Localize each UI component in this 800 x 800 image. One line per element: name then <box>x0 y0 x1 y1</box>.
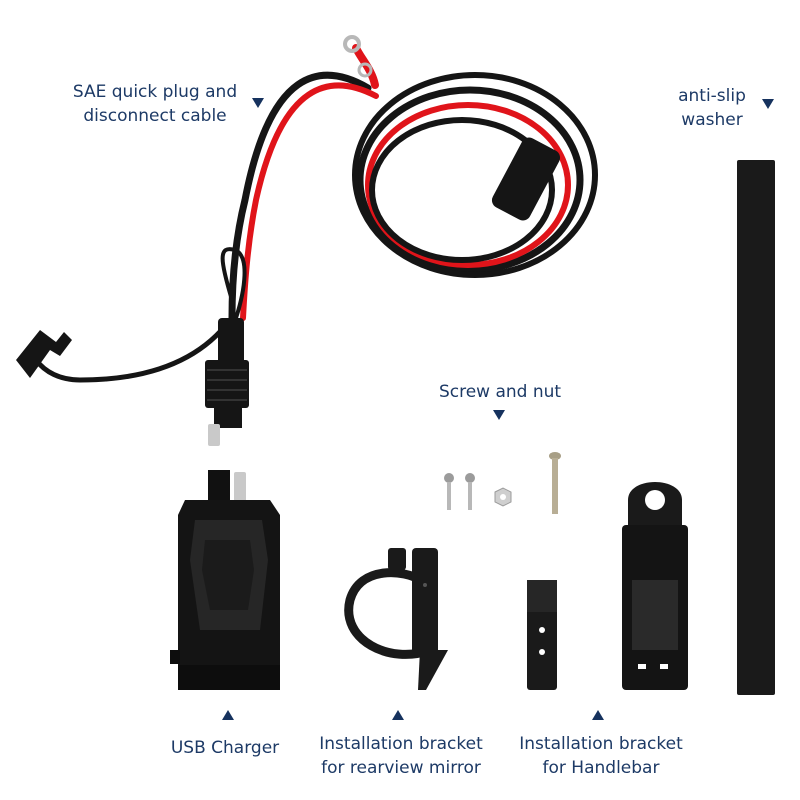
washer-label-line2: washer <box>681 110 743 130</box>
sae-cable-arrow-icon <box>252 98 264 108</box>
mirror-bracket-label: Installation bracket for rearview mirror <box>305 732 497 780</box>
mirror-bracket-label-line2: for rearview mirror <box>321 758 481 778</box>
mirror-bracket-arrow-icon <box>392 710 404 720</box>
screw-arrow-icon <box>493 410 505 420</box>
usb-label: USB Charger <box>150 736 300 760</box>
anti-slip-washer-image <box>737 160 775 695</box>
sae-plug-image <box>205 318 249 446</box>
screws-and-nut-image <box>444 452 561 514</box>
mirror-bracket-image <box>344 548 448 690</box>
sae-cable-image <box>33 35 598 383</box>
handlebar-bracket-label-line2: for Handlebar <box>542 758 660 778</box>
mirror-bracket-label-line1: Installation bracket <box>319 734 483 754</box>
handlebar-strip-image <box>527 580 557 690</box>
washer-arrow-icon <box>762 99 774 109</box>
usb-label-line1: USB Charger <box>170 738 280 758</box>
fuse-holder-image <box>491 137 561 221</box>
usb-arrow-icon <box>222 710 234 720</box>
washer-label-line1: anti-slip <box>678 86 746 106</box>
sae-cable-label-line1: SAE quick plug and <box>72 82 238 102</box>
handlebar-bracket-label-line1: Installation bracket <box>519 734 683 754</box>
handlebar-bracket-arrow-icon <box>592 710 604 720</box>
sae-cable-label-line2: disconnect cable <box>83 106 227 126</box>
screw-label: Screw and nut <box>420 380 580 404</box>
sae-cap-image <box>16 330 72 378</box>
screw-label-line1: Screw and nut <box>438 382 562 402</box>
usb-charger-image <box>170 470 280 690</box>
sae-cable-label: SAE quick plug and disconnect cable <box>50 80 260 128</box>
washer-label: anti-slip washer <box>660 84 764 132</box>
handlebar-bracket-image <box>622 482 688 690</box>
handlebar-bracket-label: Installation bracket for Handlebar <box>506 732 696 780</box>
